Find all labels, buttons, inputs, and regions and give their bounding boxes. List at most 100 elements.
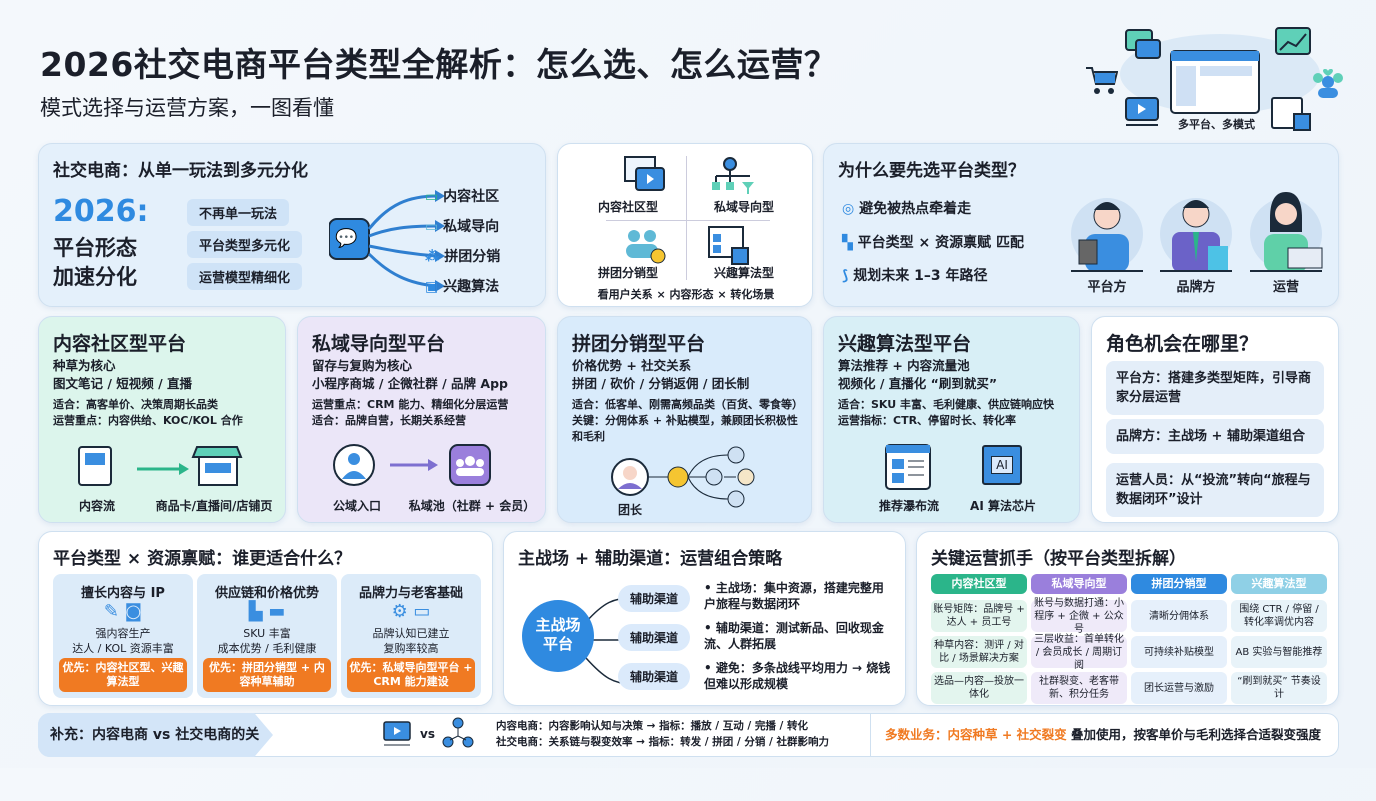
social-chat-hub-icon: 💬 <box>335 228 358 249</box>
public-to-private-flow <box>333 444 491 486</box>
chat-icon <box>1125 29 1161 59</box>
ops-cell: 账号与数据打通：小程序 + 企微 + 公众号 <box>1031 598 1127 635</box>
priority-badge: 优先：内容社区型、兴趣算法型 <box>59 658 187 692</box>
platform-person-illustration <box>1071 198 1143 272</box>
algorithm-feed-icon <box>708 226 749 265</box>
group-leader-network <box>611 446 755 508</box>
reason-item: ▚ 平台类型 × 资源禀赋 匹配 <box>842 235 1025 251</box>
branch-label: 拼团分销 <box>444 249 501 265</box>
branch-label: 私域导向 <box>443 219 500 235</box>
ops-cell: AB 实验与智能推荐 <box>1231 636 1327 668</box>
branch-private-domain: ▭ 私域导向 <box>425 216 499 236</box>
video-icon <box>383 721 411 746</box>
key-ops-panel: 关键运营抓手（按平台类型拆解） 内容社区型私域导向型拼团分销型兴趣算法型账号矩阵… <box>916 531 1339 706</box>
overview-point: 不再单一玩法 <box>187 199 290 226</box>
auxiliary-channel-node: 辅助渠道 <box>618 585 691 612</box>
strategy-panel: 主战场 + 辅助渠道：运营组合策略 主战场平台 辅助渠道 辅助渠道 辅助渠道 •… <box>503 531 906 706</box>
branch-label: 内容社区 <box>443 189 500 205</box>
strategy-bullet: • 避免：多条战线平均用力 → 烧钱但难以形成规模 <box>704 661 891 691</box>
ops-cell: “刷到就买” 节奏设计 <box>1231 672 1327 704</box>
panel-details: 适合：低客单、刚需高频品类（百货、零食等）关键：分佣体系 + 补贴模型，兼顾团长… <box>572 398 803 443</box>
target-icon: ◎ <box>842 201 855 217</box>
page-subtitle: 模式选择与运营方案，一图看懂 <box>40 96 334 120</box>
chat-icon: ▭ <box>425 189 439 205</box>
group-icon: ⁂ <box>425 249 440 265</box>
type-label: 兴趣算法型 <box>713 266 774 280</box>
flow-label: 私域池（社群 + 会员） <box>408 499 536 513</box>
footer-conclusion: 多数业务：内容种草 + 社交裂变 叠加使用，按客单价与毛利选择合适裂变强度 <box>870 713 1339 757</box>
edit-camera-icons: ✎ ◙ <box>103 601 143 622</box>
role-chances-panel: 角色机会在哪里？ 平台方：搭建多类型矩阵，引导商家分层运营 品牌方：主战场 + … <box>1091 316 1339 523</box>
messages-icon: ▭ <box>425 219 439 235</box>
chip-icon: ▣ <box>425 279 439 295</box>
group-coin-icon <box>626 230 666 264</box>
ops-cell: 清晰分佣体系 <box>1131 600 1227 632</box>
priority-badge: 优先：私域导向型平台 + CRM 能力建设 <box>347 658 475 692</box>
priority-badge: 优先：拼团分销型 + 内容种草辅助 <box>203 658 331 692</box>
ai-chip-icon: AI <box>982 445 1022 485</box>
strategy-bullet: • 主战场：集中资源，搭建完整用户旅程与数据闭环 <box>704 581 884 611</box>
ops-cell: 种草内容：测评 / 对比 / 场景解决方案 <box>931 636 1027 668</box>
panel-tagline: 种草为核心图文笔记 / 短视频 / 直播 <box>53 358 193 391</box>
operator-person-illustration <box>1250 192 1323 272</box>
panel-title: 平台类型 × 资源禀赋：谁更适合什么？ <box>53 549 352 569</box>
trend-chat-icon <box>1275 27 1311 55</box>
page-title: 2026社交电商平台类型全解析：怎么选、怎么运营？ <box>40 45 838 84</box>
private-funnel-icon <box>712 157 754 194</box>
flow-label: 公域入口 <box>332 499 381 513</box>
why-title: 为什么要先选平台类型？ <box>838 161 1025 181</box>
panel-details: 运营重点：CRM 能力、精细化分层运营适合：品牌自营，长期关系经营 <box>312 398 509 427</box>
branch-arrows <box>329 190 445 292</box>
panel-title: 私域导向型平台 <box>312 333 446 355</box>
puzzle-icon: ▚ <box>842 235 853 251</box>
overview-year: 2026: <box>53 194 149 229</box>
strategy-bullet: • 辅助渠道：测试新品、回收现金流、人群拓展 <box>704 621 884 651</box>
brand-person-illustration <box>1160 198 1232 272</box>
branch-label: 兴趣算法 <box>443 279 500 295</box>
video-window-icon <box>624 156 665 191</box>
role-label: 运营 <box>1272 280 1299 295</box>
recommend-feed-icon <box>885 444 931 490</box>
resource-card: 擅长内容与 IP ✎ ◙ 强内容生产达人 / KOL 资源丰富 优先：内容社区型… <box>53 574 193 698</box>
social-network-icon <box>442 717 474 748</box>
ops-cell: 账号矩阵：品牌号 + 达人 + 员工号 <box>931 600 1027 632</box>
overview-title: 社交电商：从单一玩法到多元分化 <box>53 161 308 181</box>
footer-comparison: 内容电商：内容影响认知与决策 → 指标：播放 / 互动 / 完播 / 转化社交电… <box>496 720 830 748</box>
role-label: 品牌方 <box>1176 280 1216 295</box>
main-battlefield-node: 主战场平台 <box>522 600 594 672</box>
ops-cell: 选品—内容—投放一体化 <box>931 672 1027 704</box>
panel-tagline: 留存与复购为核心小程序商城 / 企微社群 / 品牌 App <box>312 358 508 391</box>
overview-headline-2: 加速分化 <box>53 265 137 289</box>
private-domain-panel: 私域导向型平台 留存与复购为核心小程序商城 / 企微社群 / 品牌 App 运营… <box>297 316 546 523</box>
resources-panel: 平台类型 × 资源禀赋：谁更适合什么？ 擅长内容与 IP ✎ ◙ 强内容生产达人… <box>38 531 493 706</box>
auxiliary-channel-node: 辅助渠道 <box>618 624 691 651</box>
ops-cell: 围绕 CTR / 停留 / 转化率调优内容 <box>1231 600 1327 632</box>
auxiliary-channel-node: 辅助渠道 <box>618 663 691 690</box>
ops-header: 内容社区型 <box>931 574 1027 594</box>
resource-card: 供应链和价格优势 ▙ ▬ SKU 丰富成本优势 / 毛利健康 优先：拼团分销型 … <box>197 574 337 698</box>
panel-details: 适合：SKU 丰富、毛利健康、供应链响应快运营指标：CTR、停留时长、转化率 <box>838 398 1055 427</box>
flow-label: 内容流 <box>78 499 115 513</box>
illustration-caption: 多平台、多模式 <box>1178 118 1255 131</box>
panel-title: 角色机会在哪里？ <box>1106 333 1259 355</box>
flow-label: AI 算法芯片 <box>970 499 1036 513</box>
ops-cell: 团长运营与激励 <box>1131 672 1227 704</box>
flow-label: 推荐瀑布流 <box>878 499 939 513</box>
types-grid-panel: 内容社区型 私域导向型 拼团分销型 兴趣算法型 看用户关系 × 内容形态 × 转… <box>557 143 813 307</box>
type-label: 内容社区型 <box>597 200 658 214</box>
content-to-store-flow <box>78 446 243 486</box>
group-distribution-panel: 拼团分销型平台 价格优势 + 社交关系拼团 / 砍价 / 分销返佣 / 团长制 … <box>557 316 812 523</box>
video-play-icon <box>1125 97 1159 126</box>
role-label: 平台方 <box>1087 280 1127 295</box>
role-chance-item: 平台方：搭建多类型矩阵，引导商家分层运营 <box>1106 361 1324 415</box>
flow-label: 团长 <box>617 503 642 517</box>
type-label: 私域导向型 <box>713 200 774 214</box>
panel-tagline: 价格优势 + 社交关系拼团 / 砍价 / 分销返佣 / 团长制 <box>572 358 750 391</box>
community-icon <box>1313 68 1343 98</box>
resource-card: 品牌力与老客基础 ⚙ ▭ 品牌认知已建立复购率较高 优先：私域导向型平台 + C… <box>341 574 481 698</box>
cart-icon <box>1086 67 1118 94</box>
algorithm-chip-icon <box>1271 97 1311 131</box>
footer-label: 补充：内容电商 vs 社交电商的关键差异 <box>38 713 273 757</box>
panel-details: 适合：高客单价、决策周期长品类运营重点：内容供给、KOC/KOL 合作 <box>53 398 243 427</box>
branch-content-community: ▭ 内容社区 <box>425 186 499 206</box>
